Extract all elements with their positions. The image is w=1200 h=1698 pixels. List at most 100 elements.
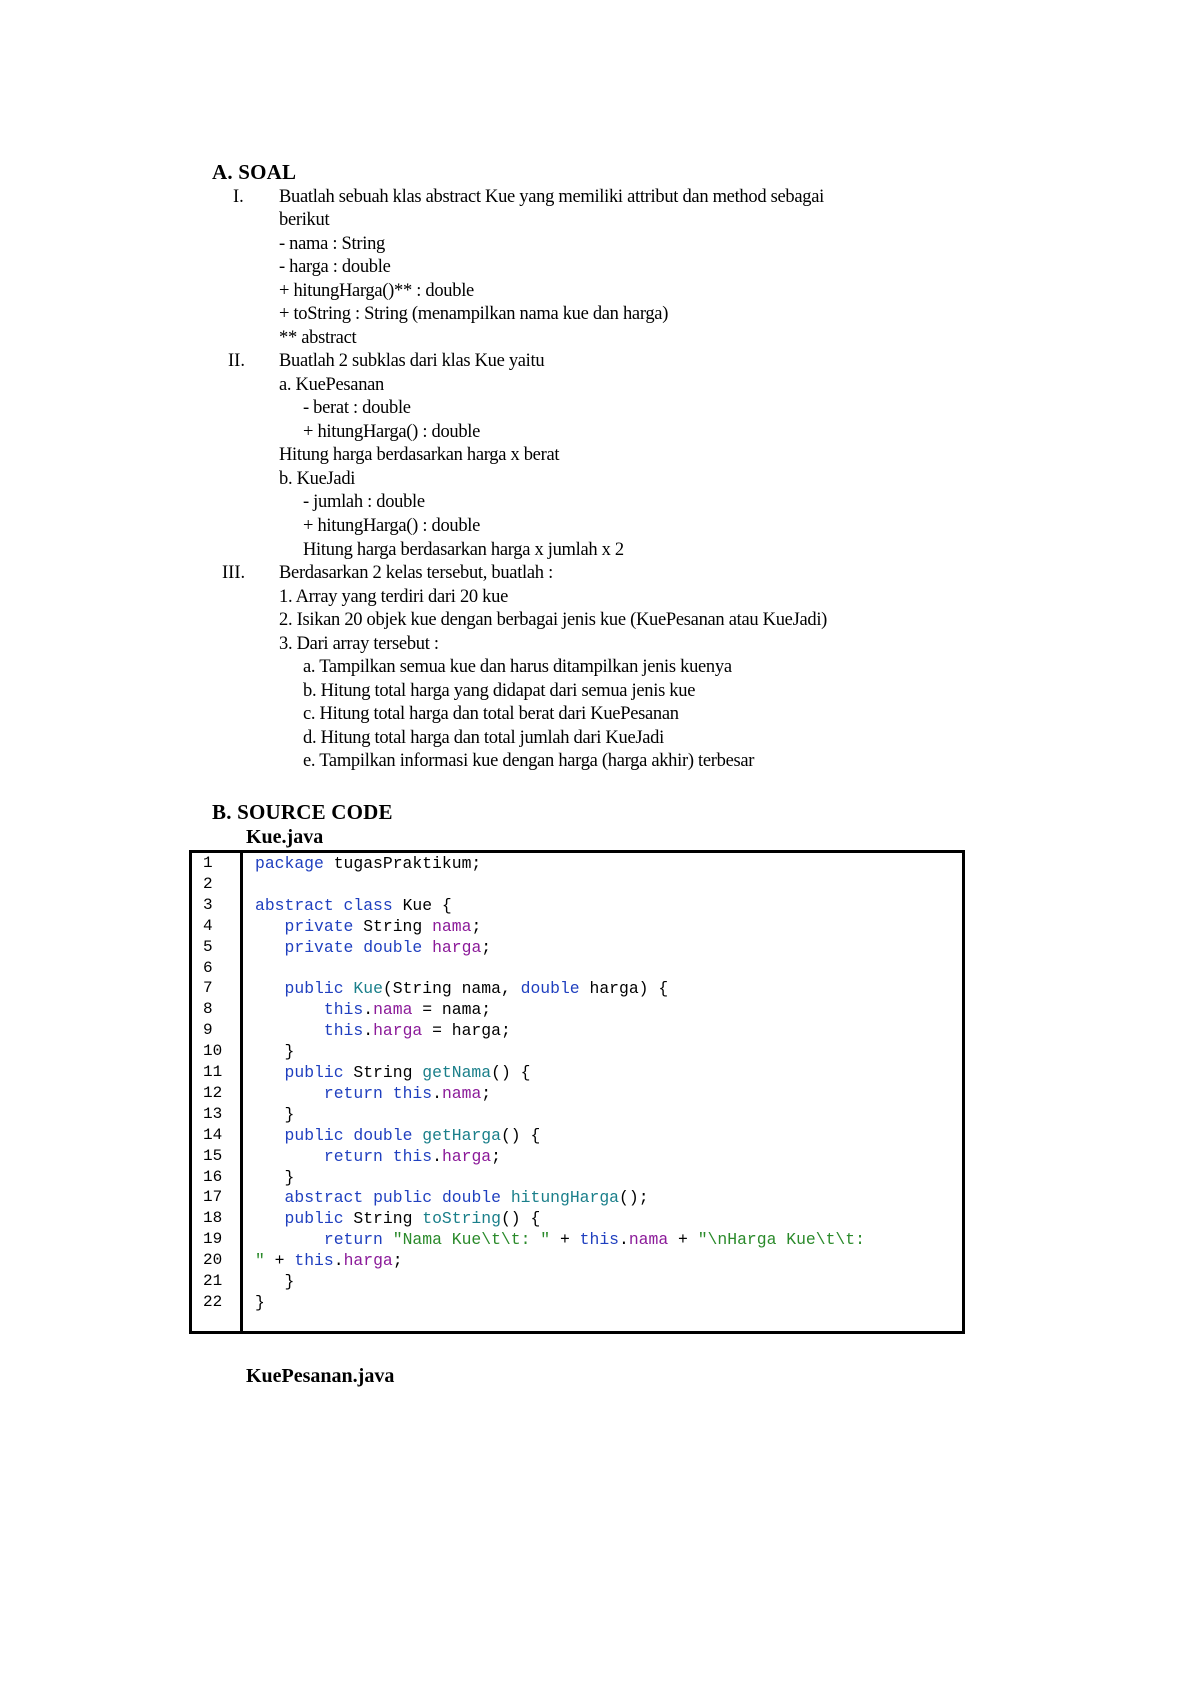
code-token: nama: [628, 1230, 669, 1250]
code-token: harga: [343, 1251, 393, 1271]
line-number: 14: [203, 1125, 223, 1144]
code-token: this: [294, 1251, 334, 1271]
code-token: [255, 979, 285, 998]
item-ii-line: Buatlah 2 subklas dari klas Kue yaitu: [279, 351, 545, 371]
code-line: public String toString() {: [255, 1208, 541, 1229]
section-a-title: A. SOAL: [212, 160, 297, 184]
item-iii-line: Berdasarkan 2 kelas tersebut, buatlah :: [279, 563, 553, 583]
code-line: package tugasPraktikum;: [255, 853, 481, 874]
code-token: this: [579, 1230, 619, 1250]
code-token: }: [255, 1167, 295, 1187]
code-token: [432, 1188, 442, 1207]
file-title-kuepesanan-java: KuePesanan.java: [246, 1365, 395, 1387]
item-ii-line: b. KueJadi: [279, 469, 356, 489]
item-ii-line: - berat : double: [303, 398, 411, 418]
code-token: () {: [500, 1125, 541, 1145]
code-token: [255, 917, 285, 936]
code-token: abstract: [284, 1188, 364, 1208]
item-iii-line: a. Tampilkan semua kue dan harus ditampi…: [303, 657, 732, 677]
item-ii-numeral: II.: [228, 351, 245, 371]
item-i-line: ** abstract: [279, 328, 357, 348]
code-token: abstract: [255, 895, 334, 915]
item-iii-line: c. Hitung total harga dan total berat da…: [303, 704, 679, 724]
code-token: [255, 1021, 324, 1040]
line-number: 18: [203, 1209, 223, 1228]
code-line: return this.nama;: [255, 1083, 491, 1104]
code-token: hitungHarga: [510, 1188, 620, 1208]
line-number: 21: [203, 1272, 223, 1290]
code-token: [255, 1209, 285, 1228]
section-b-title: B. SOURCE CODE: [212, 800, 393, 824]
code-token: [353, 938, 363, 957]
code-token: }: [255, 1104, 295, 1124]
code-token: ;: [392, 1251, 403, 1271]
item-i-line: Buatlah sebuah klas abstract Kue yang me…: [279, 187, 824, 207]
code-token: String: [343, 1063, 423, 1082]
code-token: }: [255, 1292, 265, 1312]
item-i-line: - nama : String: [279, 234, 385, 254]
code-token: tugasPraktikum;: [323, 854, 482, 873]
item-iii-line: d. Hitung total harga dan total jumlah d…: [303, 728, 664, 748]
code-token: [383, 1230, 393, 1249]
code-token: getHarga: [422, 1125, 501, 1145]
item-ii-line: Hitung harga berdasarkan harga x berat: [279, 445, 560, 465]
line-number: 19: [203, 1230, 223, 1249]
code-line: abstract public double hitungHarga();: [255, 1187, 649, 1208]
line-number: 1: [203, 854, 213, 872]
code-token: ;: [471, 916, 482, 936]
line-number: 11: [203, 1063, 223, 1081]
code-line: public double getHarga() {: [255, 1125, 541, 1146]
code-token: () {: [491, 1063, 531, 1082]
line-number: 6: [203, 958, 213, 977]
code-token: ;: [481, 1083, 492, 1103]
code-token: public: [284, 1209, 344, 1229]
item-iii-line: e. Tampilkan informasi kue dengan harga …: [303, 751, 755, 771]
line-number: 10: [203, 1042, 223, 1061]
item-i-line: berikut: [279, 210, 330, 230]
code-token: .: [432, 1083, 442, 1103]
code-token: this: [392, 1146, 433, 1166]
code-token: public: [284, 979, 344, 999]
item-ii-line: + hitungHarga() : double: [303, 516, 481, 536]
code-token: }: [255, 1272, 295, 1291]
code-token: harga) {: [579, 979, 669, 999]
code-token: String: [343, 1209, 423, 1229]
line-number: 2: [203, 874, 213, 893]
code-line: return this.harga;: [255, 1146, 501, 1167]
line-number: 20: [203, 1251, 223, 1270]
code-token: .: [432, 1146, 442, 1166]
code-token: [383, 1147, 393, 1166]
line-number: 22: [203, 1292, 223, 1311]
code-token: public: [373, 1188, 433, 1208]
code-token: [255, 938, 285, 957]
code-token: [363, 1188, 373, 1207]
line-number: 5: [203, 937, 213, 956]
item-iii-line: 2. Isikan 20 objek kue dengan berbagai j…: [279, 610, 828, 630]
code-line: }: [255, 1292, 265, 1313]
code-token: .: [363, 1021, 374, 1041]
code-token: [255, 1000, 324, 1019]
code-token: double: [353, 1125, 413, 1145]
code-line: public String getNama() {: [255, 1062, 531, 1083]
code-token: [255, 1147, 324, 1166]
code-token: class: [343, 895, 393, 915]
code-token: public: [284, 1063, 344, 1082]
line-number: 13: [203, 1104, 223, 1123]
code-line: " + this.harga;: [255, 1250, 403, 1271]
code-line: private String nama;: [255, 916, 482, 937]
code-token: double: [520, 979, 580, 999]
code-token: [255, 1188, 285, 1207]
line-number: 15: [203, 1146, 223, 1165]
item-i-numeral: I.: [233, 187, 244, 207]
code-token: getNama: [422, 1063, 492, 1082]
code-token: Kue {: [392, 895, 452, 915]
line-number: 17: [203, 1188, 223, 1207]
code-token: harga: [432, 937, 482, 957]
code-line: public Kue(String nama, double harga) {: [255, 978, 669, 999]
code-token: nama: [373, 1000, 413, 1020]
code-token: private: [284, 916, 354, 936]
item-iii-line: 1. Array yang terdiri dari 20 kue: [279, 587, 508, 607]
code-token: "\nHarga Kue\t\t:: [697, 1230, 865, 1250]
code-token: public: [284, 1125, 344, 1145]
line-number: 8: [203, 1000, 213, 1019]
